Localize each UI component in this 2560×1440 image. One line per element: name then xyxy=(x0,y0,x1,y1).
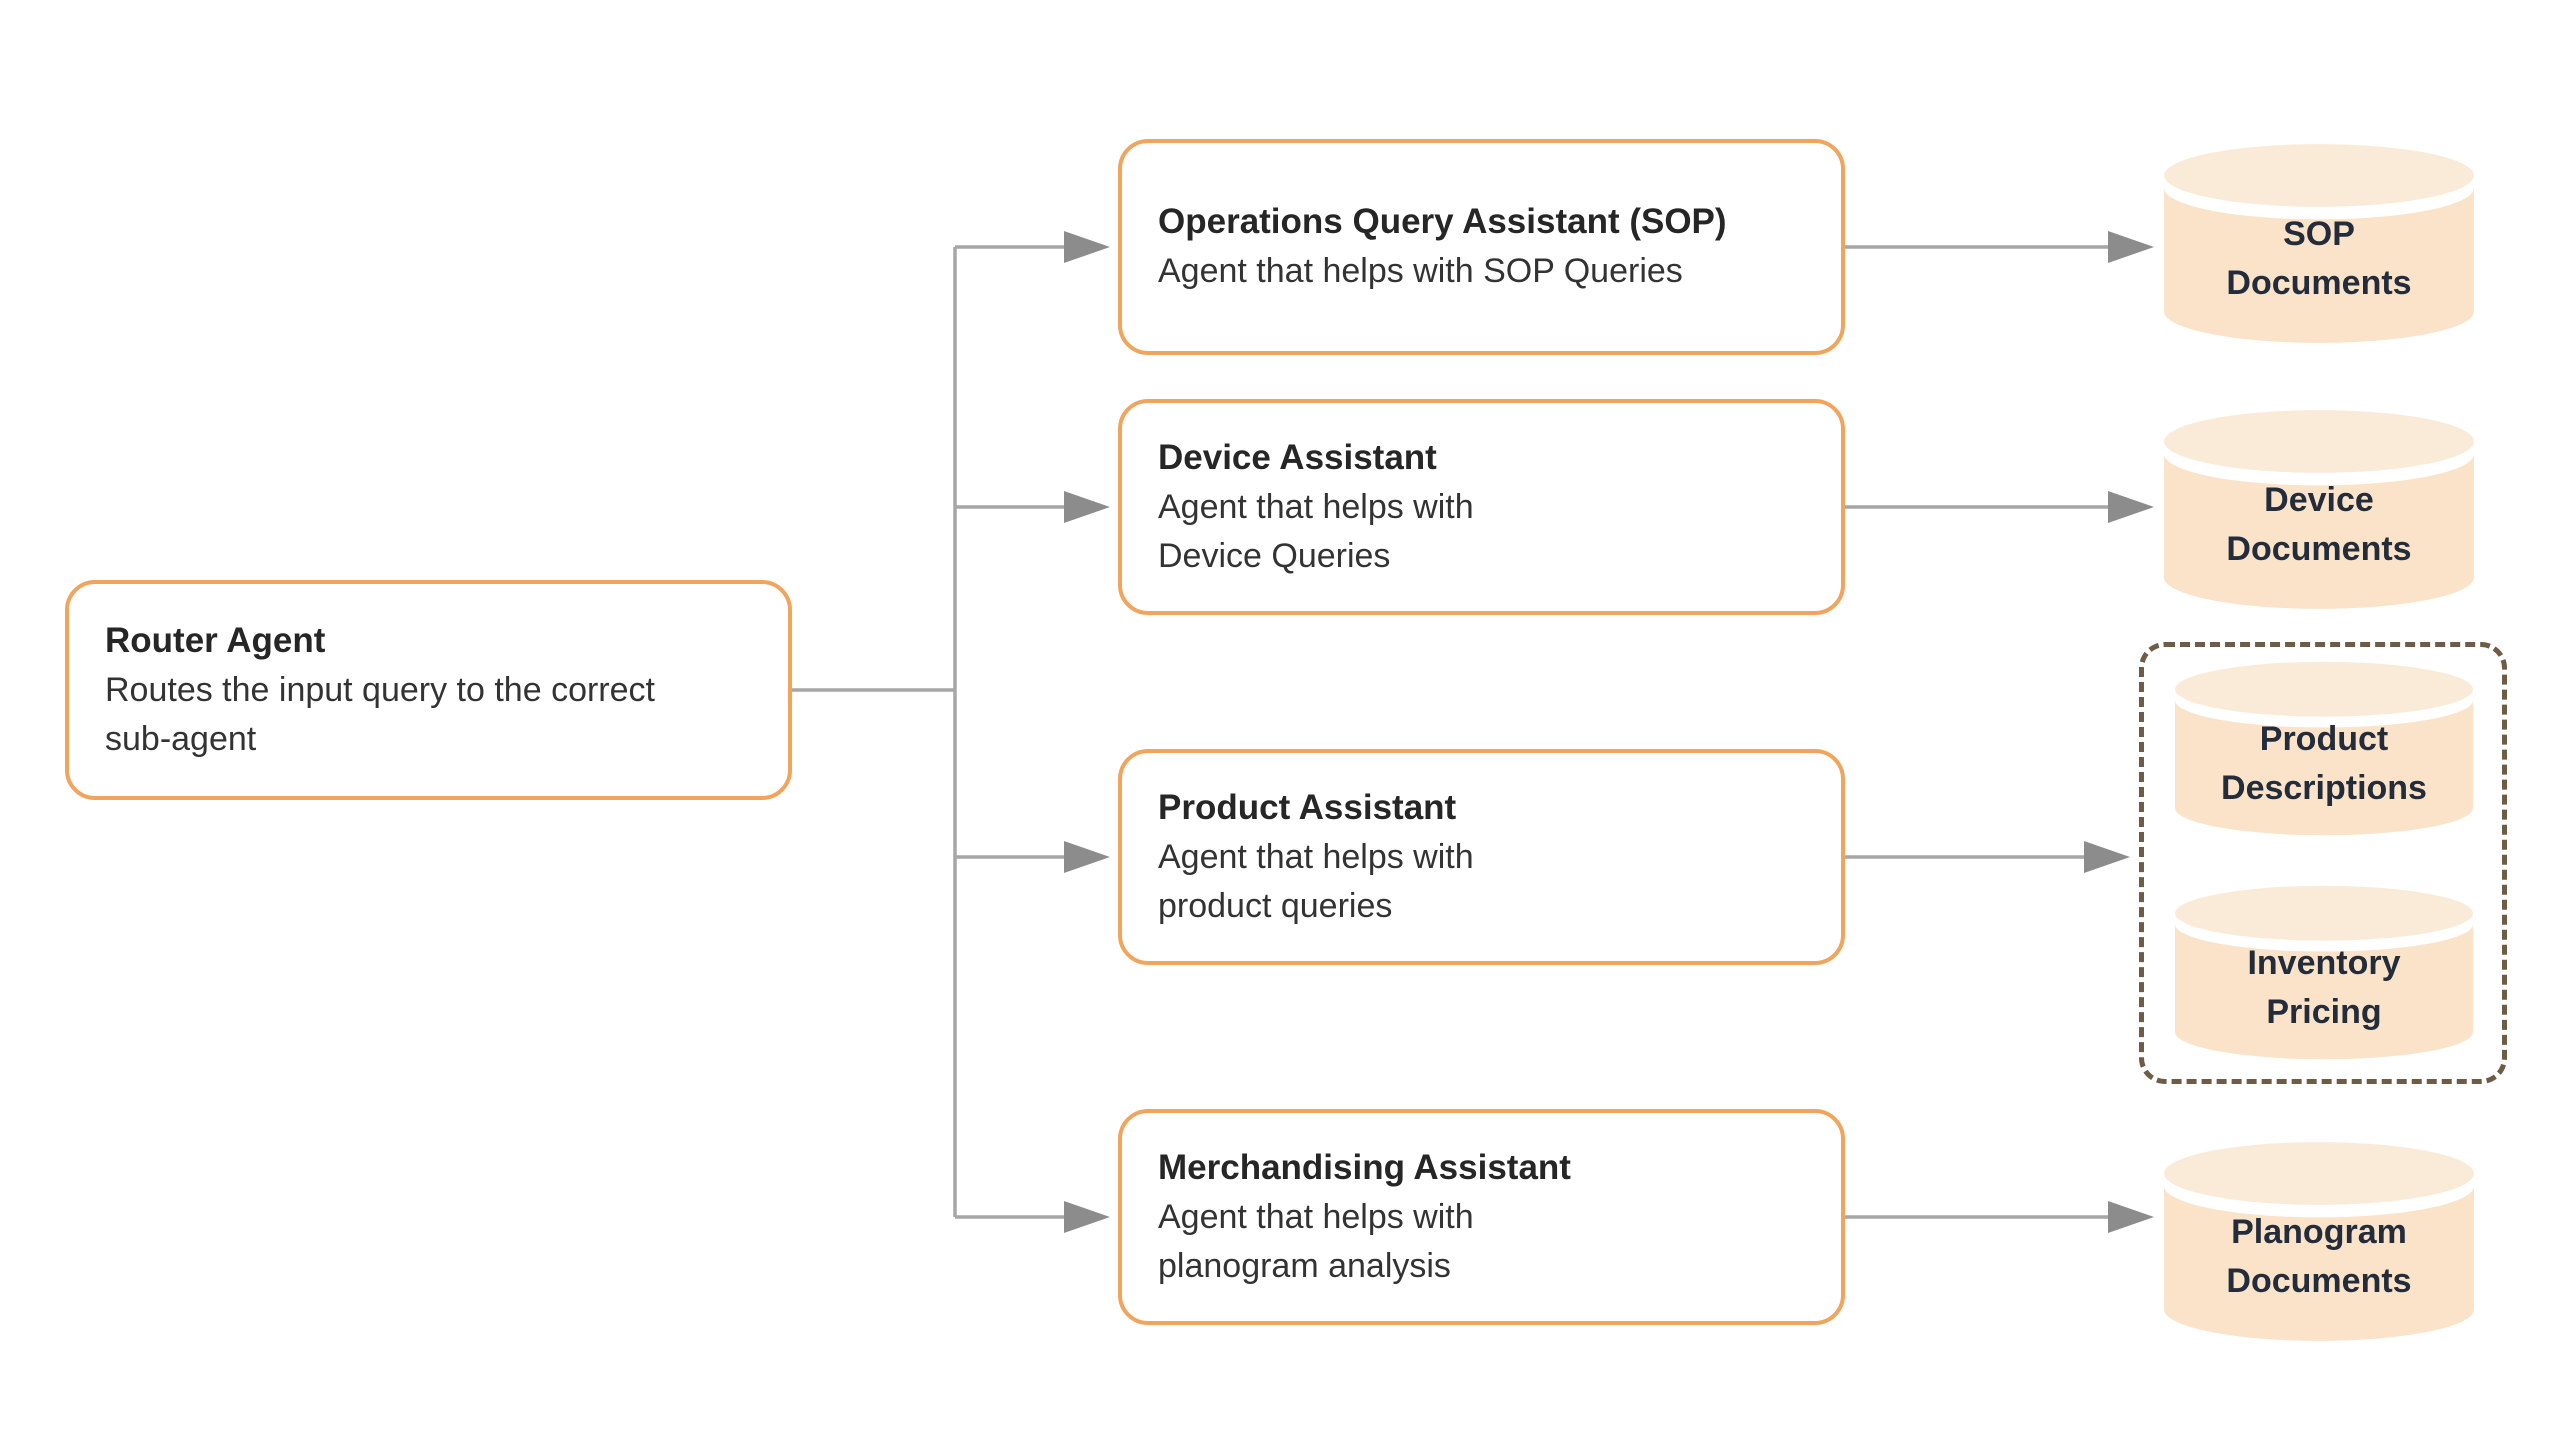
datastore-device-documents: Device Documents xyxy=(2163,408,2475,612)
datastore-product-descriptions: Product Descriptions xyxy=(2174,660,2474,838)
agent-description: Agent that helps with SOP Queries xyxy=(1158,252,1683,291)
datastore-label: SOP Documents xyxy=(2226,214,2412,302)
datastore-sop-documents: SOP Documents xyxy=(2163,142,2475,346)
datastore-label: Product Descriptions xyxy=(2221,719,2427,807)
agent-title: Device Assistant xyxy=(1158,437,1437,477)
datastore-label: Inventory Pricing xyxy=(2247,943,2401,1031)
agent-description: Agent that helps with product queries xyxy=(1158,837,1474,926)
database-cylinder-icon xyxy=(2164,410,2474,609)
agent-description: Agent that helps with planogram analysis xyxy=(1158,1197,1474,1286)
agent-node-operations-query-assistant: Operations Query Assistant (SOP) Agent t… xyxy=(1118,139,1845,355)
database-cylinder-icon xyxy=(2175,661,2473,836)
agent-description: Agent that helps with Device Queries xyxy=(1158,487,1474,576)
router-agent-title: Router Agent xyxy=(105,620,326,660)
database-cylinder-icon xyxy=(2164,144,2474,343)
router-agent-node: Router Agent Routes the input query to t… xyxy=(65,580,792,800)
datastore-label: Planogram Documents xyxy=(2226,1212,2412,1300)
datastore-inventory-pricing: Inventory Pricing xyxy=(2174,884,2474,1062)
agent-node-merchandising-assistant: Merchandising Assistant Agent that helps… xyxy=(1118,1109,1845,1325)
agent-title: Operations Query Assistant (SOP) xyxy=(1158,202,1727,242)
database-cylinder-icon xyxy=(2175,885,2473,1060)
datastore-planogram-documents: Planogram Documents xyxy=(2163,1140,2475,1344)
agent-title: Product Assistant xyxy=(1158,787,1457,827)
agent-node-product-assistant: Product Assistant Agent that helps with … xyxy=(1118,749,1845,965)
datastore-label: Device Documents xyxy=(2226,480,2412,568)
database-cylinder-icon xyxy=(2164,1142,2474,1341)
agent-title: Merchandising Assistant xyxy=(1158,1147,1571,1187)
router-agent-description: Routes the input query to the correct su… xyxy=(105,670,655,759)
product-datastores-group xyxy=(2139,642,2507,1084)
agent-node-device-assistant: Device Assistant Agent that helps with D… xyxy=(1118,399,1845,615)
